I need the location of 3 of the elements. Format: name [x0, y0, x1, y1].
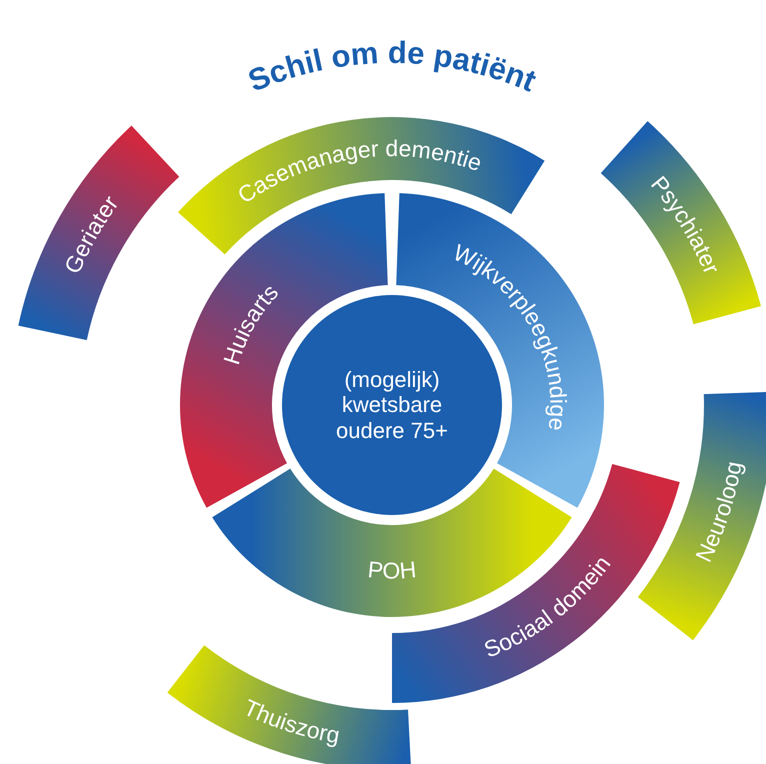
title: Schil om de patiënt [243, 34, 542, 99]
segment-label: POH [366, 556, 418, 584]
center-label: (mogelijk) kwetsbare oudere 75+ [335, 367, 449, 443]
